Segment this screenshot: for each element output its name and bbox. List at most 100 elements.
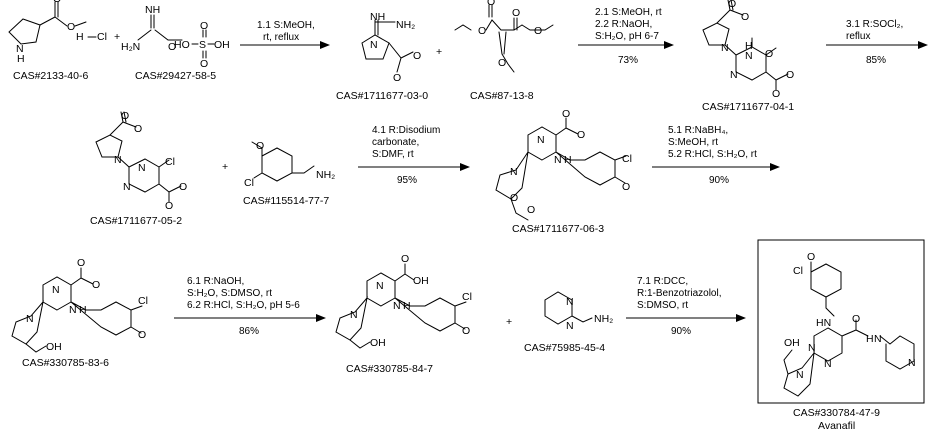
atom-o: O — [393, 72, 401, 84]
cas-label: CAS#330785-84-7 — [346, 363, 433, 375]
structure-avanafil: O Cl HN H N O N N OH N N — [783, 251, 916, 397]
structure-malonate: O O O O O — [454, 0, 554, 73]
step-condition: R:1-Benzotriazolol, — [637, 288, 721, 299]
step-condition: 4.1 R:Disodium — [372, 125, 440, 136]
atom-n: N — [393, 300, 401, 312]
atom-nh2: NH₂ — [396, 19, 415, 31]
step-yield: 86% — [239, 326, 259, 337]
atom-o: O — [527, 204, 535, 216]
cas-label: CAS#1711677-04-1 — [702, 101, 794, 113]
atom-o: O — [512, 7, 520, 19]
atom-cl: Cl — [97, 31, 107, 43]
atom-n: N — [370, 39, 378, 51]
atom-o: O — [121, 110, 129, 122]
structure-acid: O OH N N N H Cl OH O — [335, 253, 472, 349]
atom-o: O — [487, 0, 495, 8]
atom-n: N — [510, 166, 518, 178]
atom-o: O — [53, 0, 61, 5]
atom-o: O — [138, 329, 146, 341]
step-condition: S:H₂O, pH 6-7 — [595, 31, 659, 42]
atom-n: N — [908, 357, 916, 369]
atom-o: O — [772, 88, 780, 100]
atom-h: H — [76, 31, 84, 43]
atom-oh: OH — [370, 337, 386, 349]
atom-o: O — [562, 108, 570, 120]
atom-cl: Cl — [462, 291, 472, 303]
atom-o: O — [478, 25, 486, 37]
step-condition: 6.2 R:HCl, S:H₂O, pH 5-6 — [187, 300, 300, 311]
cas-label: CAS#1711677-06-3 — [512, 223, 604, 235]
atom-h: H — [745, 40, 753, 52]
atom-o: O — [807, 251, 815, 263]
plus-operator: + — [222, 161, 228, 173]
atom-oh: OH — [784, 337, 800, 349]
atom-oh: OH — [413, 275, 429, 287]
atom-o: O — [462, 325, 470, 337]
atom-ho: HO — [174, 39, 190, 51]
step-condition: 5.1 R:NaBH₄, — [668, 125, 728, 136]
atom-n: N — [566, 320, 574, 332]
cas-label: CAS#29427-58-5 — [135, 70, 216, 82]
atom-n: N — [138, 162, 146, 174]
cas-label: CAS#75985-45-4 — [524, 342, 605, 354]
plus-operator: + — [114, 31, 120, 43]
step-condition: S:DMF, rt — [372, 149, 414, 160]
structure-pyrimidinylmethylamine: N N NH₂ — [544, 291, 613, 332]
step-yield: 73% — [618, 55, 638, 66]
atom-s: S — [199, 39, 206, 51]
step-yield: 85% — [866, 55, 886, 66]
atom-nh: NH — [145, 4, 160, 16]
step-condition: 2.2 R:NaOH, — [595, 19, 652, 30]
atom-o: O — [134, 123, 142, 135]
step-condition: S:MeOH, rt — [668, 137, 718, 148]
step-condition: S:H₂O, S:DMSO, rt — [187, 288, 272, 299]
atom-o: O — [92, 279, 100, 291]
atom-h: H — [17, 53, 25, 65]
atom-n: N — [69, 304, 77, 316]
step-condition: S:DMSO, rt — [637, 300, 688, 311]
atom-o: O — [401, 253, 409, 265]
atom-n: N — [114, 154, 122, 166]
atom-cl: Cl — [793, 265, 803, 277]
atom-n: N — [808, 342, 816, 354]
atom-o: O — [77, 257, 85, 269]
atom-h: H — [403, 300, 411, 312]
atom-nh2: H₂N — [121, 41, 140, 53]
atom-o: O — [534, 25, 542, 37]
atom-o: O — [165, 200, 173, 212]
atom-o: O — [256, 140, 264, 152]
atom-n: N — [16, 43, 24, 55]
atom-hn: HN — [816, 317, 831, 329]
step-condition: 1.1 S:MeOH, — [257, 20, 315, 31]
plus-operator: + — [436, 46, 442, 58]
atom-o: O — [498, 57, 506, 69]
atom-o: O — [741, 11, 749, 23]
step-condition: 5.2 R:HCl, S:H₂O, rt — [668, 149, 757, 160]
atom-h: H — [564, 154, 572, 166]
cas-label: CAS#87-13-8 — [470, 90, 534, 102]
atom-cl: Cl — [622, 153, 632, 165]
cas-label: CAS#2133-40-6 — [13, 70, 88, 82]
compound-name: Avanafil — [818, 420, 855, 432]
structure-pyrimidinone: O O N N H N O O O — [702, 0, 794, 100]
step-yield: 95% — [397, 175, 417, 186]
atom-cl: Cl — [138, 295, 148, 307]
cas-label: CAS#1711677-05-2 — [90, 215, 182, 227]
atom-o: O — [852, 313, 860, 325]
step-condition: rt, reflux — [263, 32, 299, 43]
atom-o: O — [168, 41, 176, 53]
step-condition: reflux — [846, 31, 870, 42]
step-condition: 2.1 S:MeOH, rt — [595, 7, 662, 18]
structure-alcohol-ester: O O N N N H Cl OH O — [11, 257, 148, 353]
atom-h: H — [866, 333, 874, 345]
structure-amino-ester: O O N N N H Cl O O O — [495, 108, 632, 221]
structure-isourea: NH H₂N O HO S OH O O — [121, 4, 230, 70]
cas-label: CAS#330785-83-6 — [22, 357, 109, 369]
step-condition: 3.1 R:SOCl₂, — [846, 19, 903, 30]
atom-o: O — [786, 69, 794, 81]
atom-o: O — [510, 192, 518, 204]
step-yield: 90% — [671, 326, 691, 337]
atom-n: N — [566, 296, 574, 308]
atom-n: N — [350, 309, 358, 321]
